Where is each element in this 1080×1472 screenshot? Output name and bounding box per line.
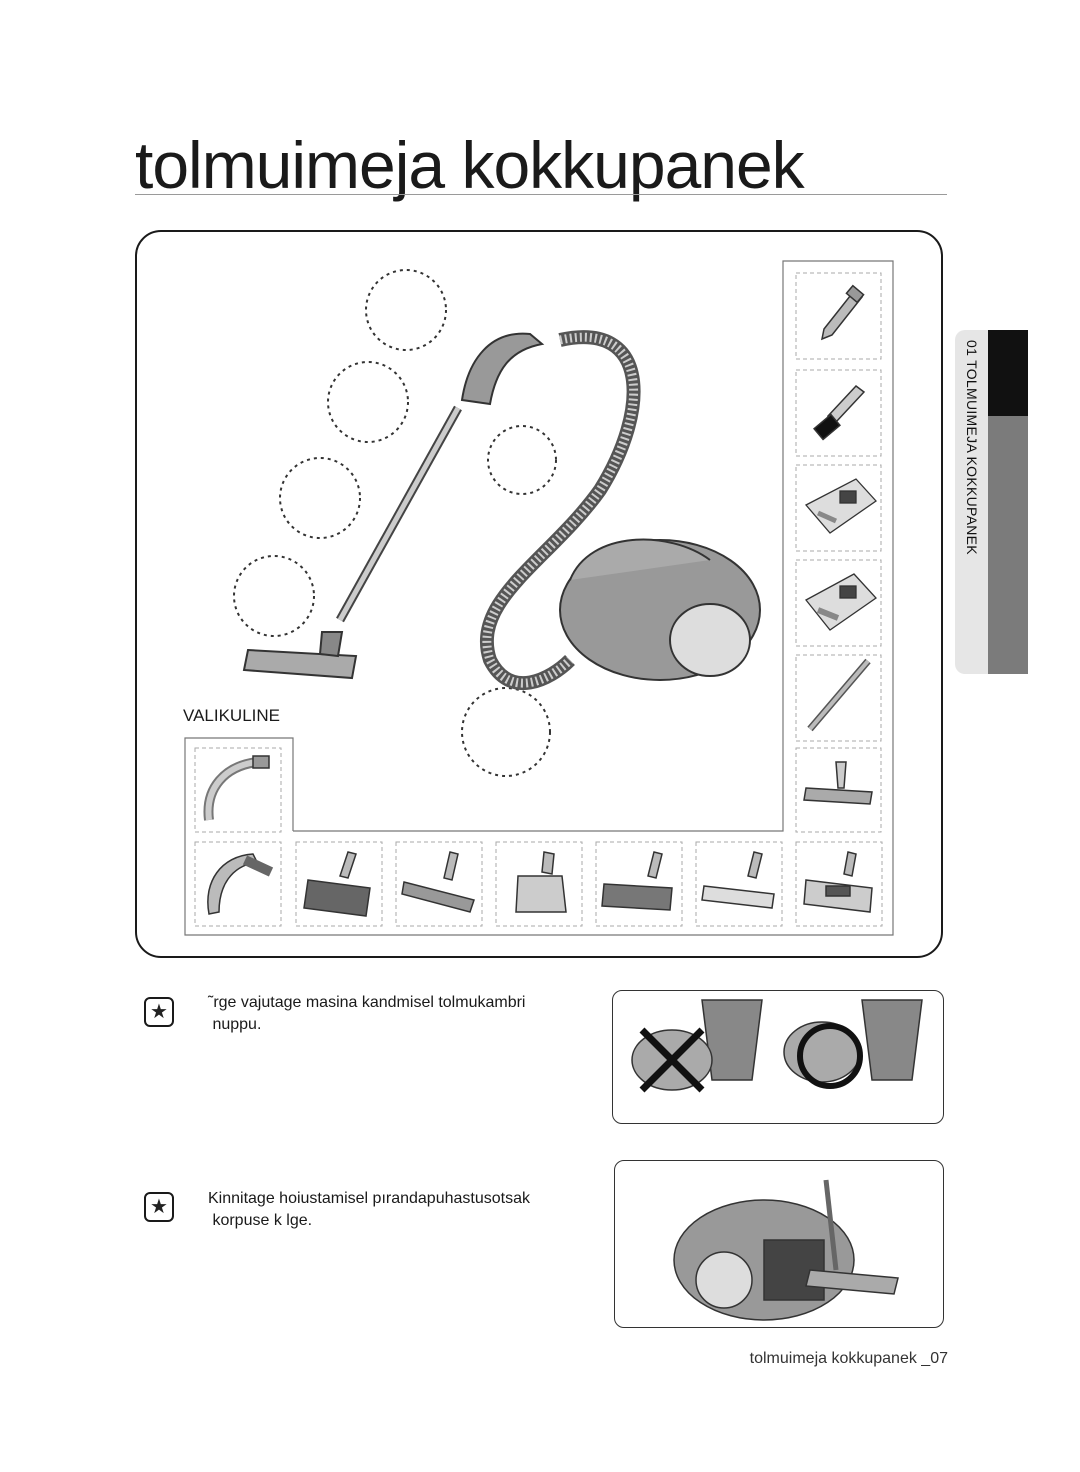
title-rule [135,194,947,195]
page-footer: tolmuimeja kokkupanek _07 [749,1350,948,1367]
mini-turbo-brush-icon [515,851,567,913]
note-text: Kinnitage hoiustamisel pırandapuhastusot… [208,1190,530,1229]
star-icon: ★ [144,1192,174,1222]
side-tab-background [955,330,989,674]
storage-illustration [673,1179,899,1321]
side-tab-marker [988,330,1028,416]
extension-pipe-icon [807,658,871,732]
turbo-brush-icon [303,851,371,917]
dusting-brush-icon [813,384,866,441]
floor-brush-icon [803,761,873,805]
assembly-diagram-frame [135,230,943,958]
hard-floor-brush-icon [701,851,775,909]
tool-pouch-icon [804,478,877,534]
note-text: ˜rge vajutage masina kandmisel tolmukamb… [208,994,526,1033]
tool-pouch-icon [805,573,877,631]
side-tab-bar [988,416,1028,674]
vacuum-cleaner-illustration [233,269,761,777]
bent-handle-icon [203,755,270,821]
handle-icon [207,853,274,915]
page-title: tolmuimeja kokkupanek [135,128,805,202]
crevice-tool-icon [820,284,865,341]
combi-brush-icon [803,851,873,913]
optional-accessories-label: VALIKULINE [183,706,281,725]
floor-brush-icon [401,851,475,913]
carrying-illustration [631,999,923,1093]
parquet-brush-icon [601,851,673,911]
star-icon: ★ [144,997,174,1027]
